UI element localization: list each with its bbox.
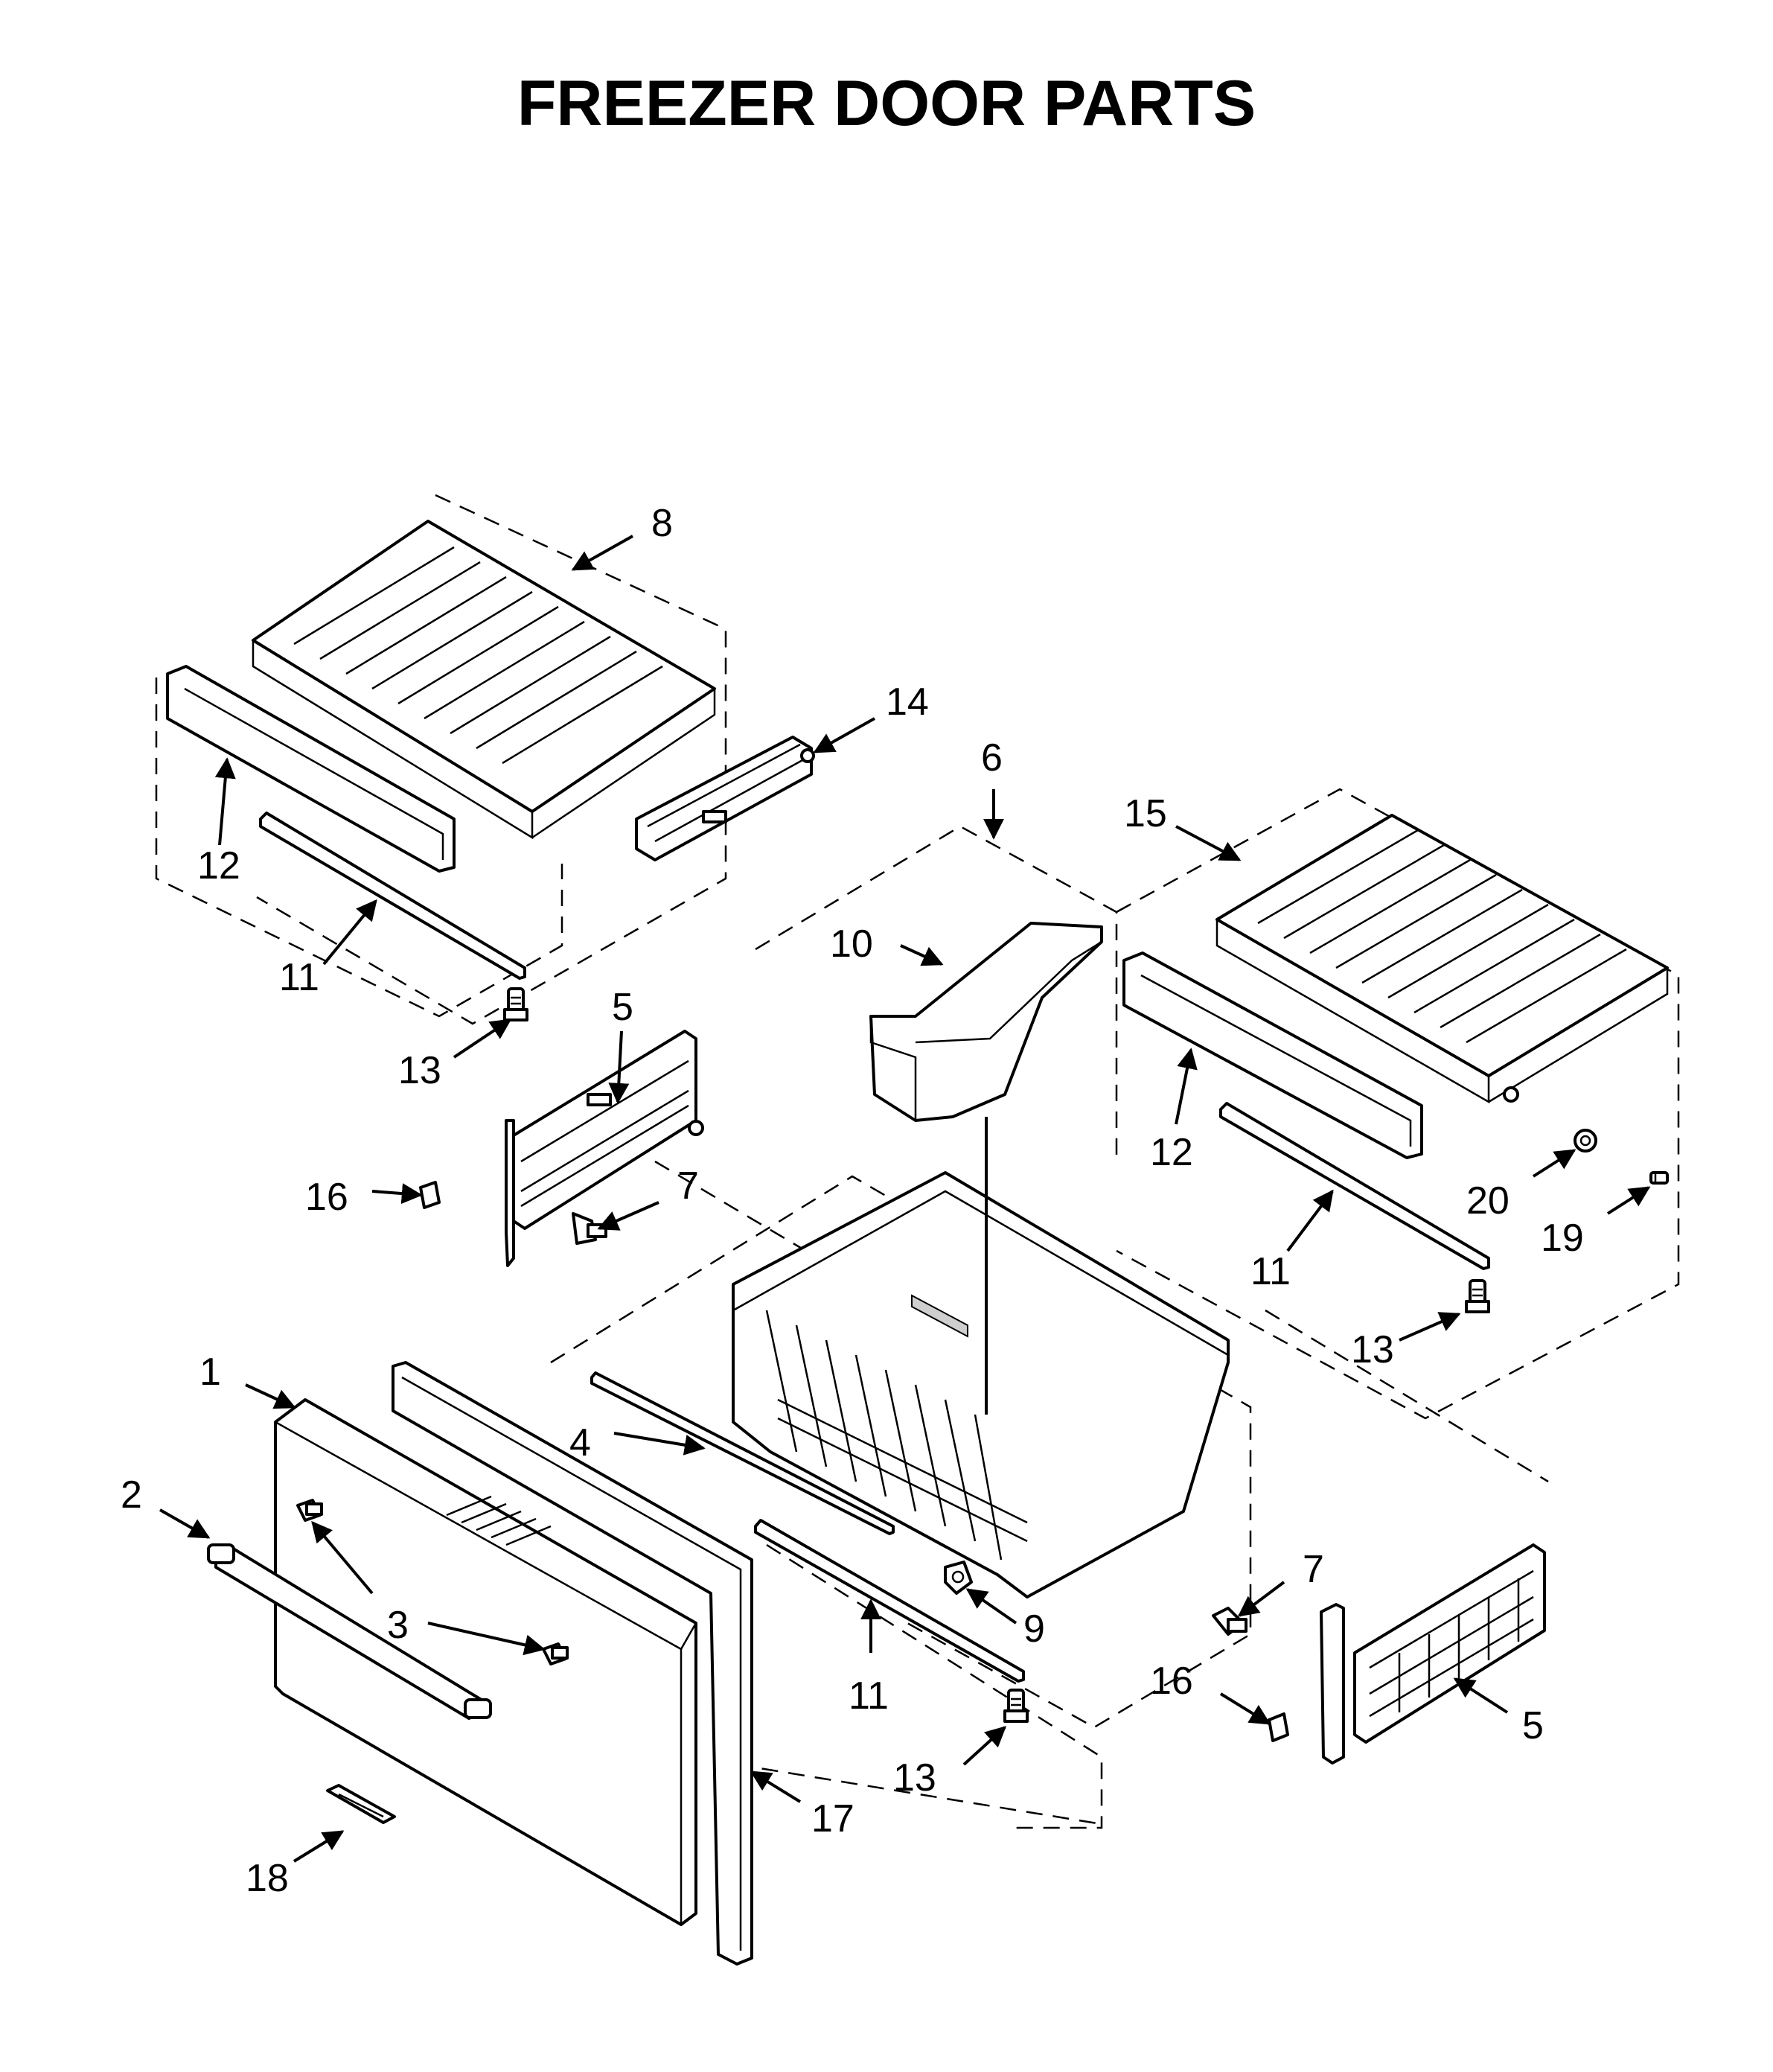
slide-rail-upper [259, 812, 526, 980]
stop-left [419, 1181, 441, 1209]
screw-right-slide [1212, 1607, 1248, 1636]
callout-2: 2 [121, 1473, 142, 1517]
callout-18: 18 [246, 1857, 289, 1900]
module-bracket [635, 736, 815, 861]
door-gasket [392, 1361, 753, 1966]
nameplate [326, 1784, 396, 1824]
callout-11-right: 11 [1250, 1250, 1291, 1293]
callout-13-lower: 13 [893, 1756, 936, 1800]
callout-13-right: 13 [1351, 1328, 1394, 1371]
callout-19: 19 [1541, 1217, 1584, 1260]
screw-right [1465, 1279, 1490, 1313]
callout-17: 17 [811, 1797, 854, 1840]
callout-11-lower: 11 [849, 1674, 889, 1718]
trim-strip-left [166, 665, 456, 873]
slide-rail-middle [590, 1371, 895, 1535]
slide-rail-right [1219, 1102, 1490, 1270]
stop-right [1268, 1712, 1289, 1742]
diagram-title: FREEZER DOOR PARTS [517, 68, 1256, 139]
slide-assembly-left [505, 1030, 704, 1267]
callout-5-right: 5 [1522, 1704, 1544, 1747]
wheel [1574, 1129, 1597, 1153]
callout-labels: 8 14 6 15 10 12 11 13 5 16 7 12 11 20 19… [121, 502, 1584, 1900]
callout-1: 1 [199, 1351, 221, 1394]
ice-bin [869, 922, 1103, 1122]
callout-16-left: 16 [305, 1176, 348, 1219]
door-panel [274, 1398, 697, 1926]
callout-4: 4 [569, 1421, 591, 1464]
callout-12-right: 12 [1150, 1131, 1193, 1174]
callout-7-left: 7 [677, 1164, 699, 1208]
roller [944, 1561, 973, 1595]
callout-3: 3 [387, 1604, 409, 1647]
callout-5-left: 5 [612, 986, 633, 1029]
screw-lower [1003, 1689, 1029, 1723]
slide-assembly-right [1320, 1543, 1546, 1765]
callout-20: 20 [1466, 1179, 1510, 1223]
trim-strip-right [1122, 951, 1423, 1159]
callout-12-left: 12 [197, 844, 240, 887]
small-screw [1649, 1171, 1669, 1185]
callout-6: 6 [981, 736, 1003, 780]
callout-11-upper: 11 [279, 956, 319, 999]
slide-rail-lower [754, 1519, 1025, 1683]
callout-9: 9 [1023, 1607, 1045, 1651]
door-handle [207, 1543, 492, 1720]
callout-10: 10 [830, 922, 873, 966]
callout-15: 15 [1124, 792, 1167, 835]
freezer-basket [732, 1171, 1230, 1598]
callout-14: 14 [886, 680, 929, 724]
upper-tray [252, 520, 716, 840]
right-tray [1215, 814, 1669, 1104]
handle-screws [296, 1499, 569, 1665]
callout-13-upper: 13 [398, 1049, 441, 1092]
leader-arrows [159, 535, 1651, 1863]
callout-7-right: 7 [1303, 1548, 1324, 1591]
screw-upper-left [503, 987, 528, 1021]
callout-16-right: 16 [1150, 1660, 1193, 1703]
callout-8: 8 [651, 502, 673, 545]
